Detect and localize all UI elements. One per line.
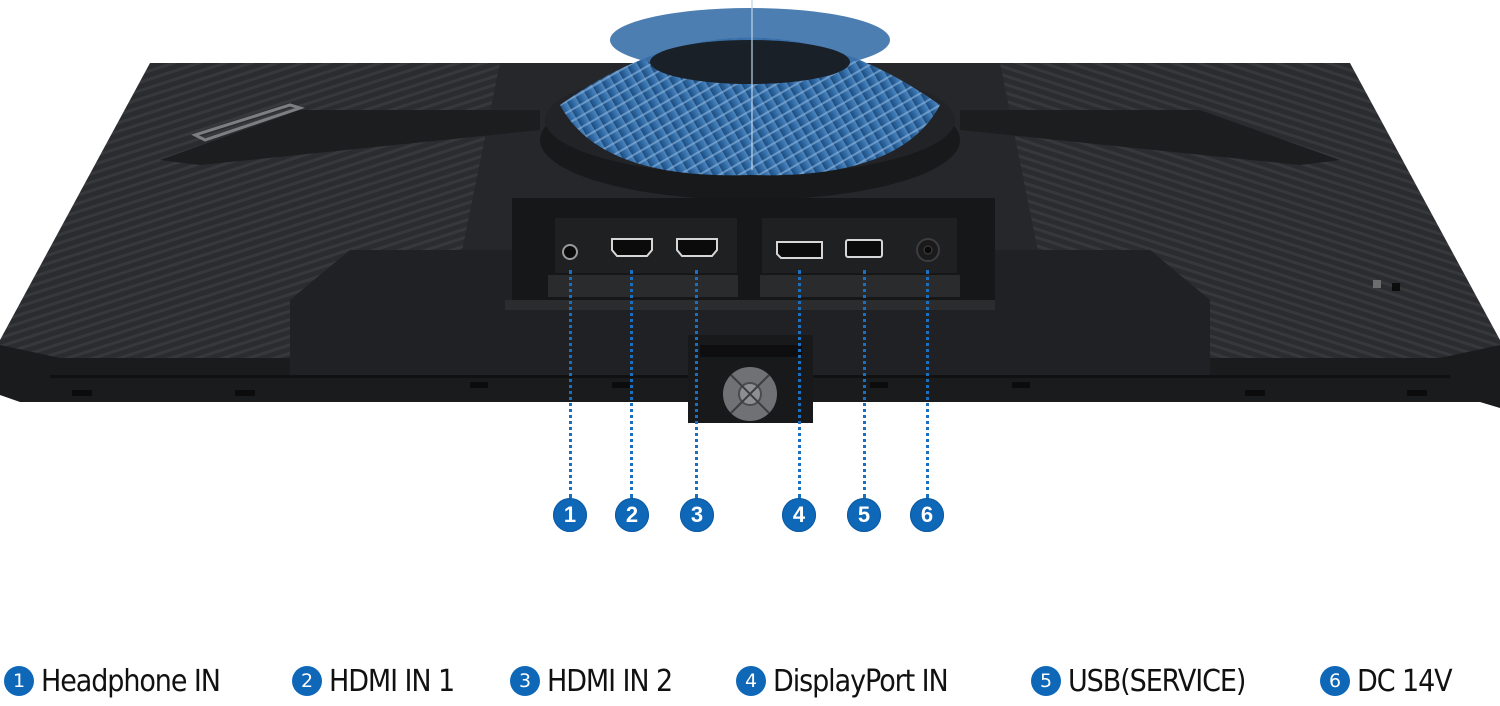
legend-badge: 4 (736, 666, 766, 696)
headphone-jack-icon (562, 244, 578, 260)
legend-item-dc-power: 6 DC 14V (1320, 656, 1462, 706)
legend-item-displayport: 4 DisplayPort IN (736, 656, 967, 706)
displayport-icon (776, 241, 823, 259)
legend-item-hdmi-2: 3 HDMI IN 2 (510, 656, 686, 706)
legend-item-usb: 5 USB(SERVICE) (1031, 656, 1265, 706)
legend-badge: 6 (1320, 666, 1350, 696)
port-badge-5: 5 (847, 498, 881, 532)
usb-port-icon (845, 239, 883, 258)
hdmi-port-icon (611, 238, 653, 257)
port-panel (505, 198, 995, 310)
legend-badge: 2 (292, 666, 322, 696)
legend-badge: 3 (510, 666, 540, 696)
legend-item-hdmi-1: 2 HDMI IN 1 (292, 656, 468, 706)
port-badge-3: 3 (680, 498, 714, 532)
leader-line-1 (569, 270, 572, 498)
legend-label: HDMI IN 1 (329, 663, 455, 699)
legend-label: Headphone IN (41, 663, 221, 699)
legend-label: USB(SERVICE) (1068, 663, 1246, 699)
leader-line-2 (630, 270, 633, 498)
legend-item-headphone: 1 Headphone IN (4, 656, 240, 706)
port-badge-4: 4 (782, 498, 816, 532)
port-badge-2: 2 (615, 498, 649, 532)
stand-mount (540, 0, 960, 200)
port-badge-1: 1 (553, 498, 587, 532)
control-joystick (688, 335, 813, 423)
hdmi-port-icon (676, 238, 718, 257)
legend-label: DisplayPort IN (773, 663, 949, 699)
lock-icon (1373, 280, 1381, 288)
leader-line-5 (863, 270, 866, 498)
port-legend: 1 Headphone IN 2 HDMI IN 1 3 HDMI IN 2 4… (0, 656, 1500, 706)
leader-line-6 (926, 270, 929, 498)
leader-line-4 (798, 270, 801, 498)
legend-label: HDMI IN 2 (547, 663, 673, 699)
legend-badge: 5 (1031, 666, 1061, 696)
vent-slots (72, 382, 1427, 396)
legend-label: DC 14V (1357, 663, 1453, 699)
leader-line-3 (695, 270, 698, 498)
port-badge-6: 6 (910, 498, 944, 532)
legend-badge: 1 (4, 666, 34, 696)
